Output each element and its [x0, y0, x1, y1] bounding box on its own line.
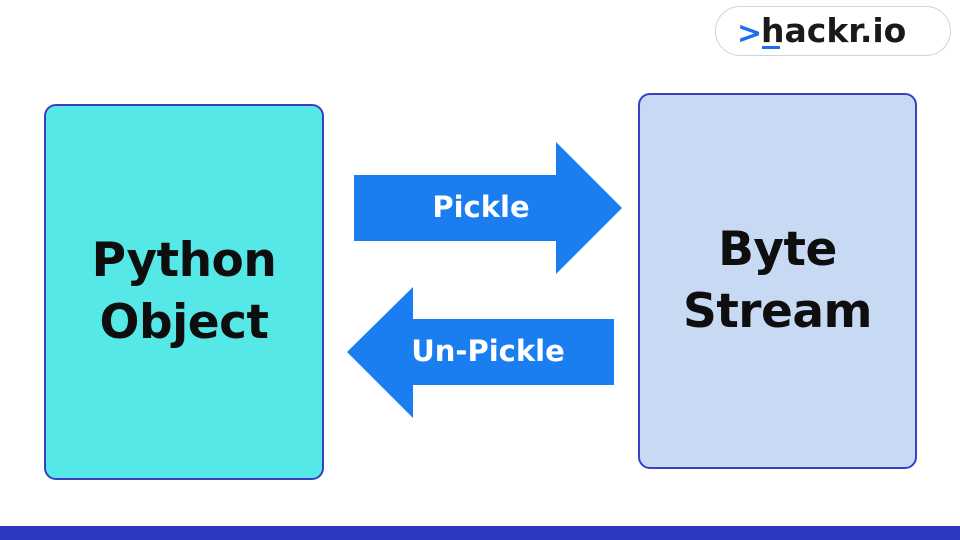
unpickle-label: Un-Pickle [411, 334, 565, 368]
logo-chevron-icon: > [737, 16, 762, 51]
pickle-label: Pickle [432, 190, 530, 224]
logo-graphic: > hackr.io [737, 11, 906, 51]
footer-bar [0, 526, 960, 540]
unpickle-arrow [347, 287, 614, 418]
logo-underline [762, 46, 780, 49]
python-object-line2: Object [99, 295, 269, 350]
python-object-line1: Python [91, 233, 277, 288]
python-object-box: Python Object [44, 104, 324, 480]
byte-stream-label: Byte Stream [682, 219, 873, 343]
logo-wordmark: hackr.io [761, 11, 906, 50]
byte-stream-line2: Stream [682, 284, 873, 339]
python-object-label: Python Object [92, 230, 277, 354]
pickle-arrow [354, 142, 622, 274]
byte-stream-line1: Byte [718, 222, 837, 277]
byte-stream-box: Byte Stream [638, 93, 917, 469]
hackr-logo[interactable]: > hackr.io [715, 6, 951, 56]
